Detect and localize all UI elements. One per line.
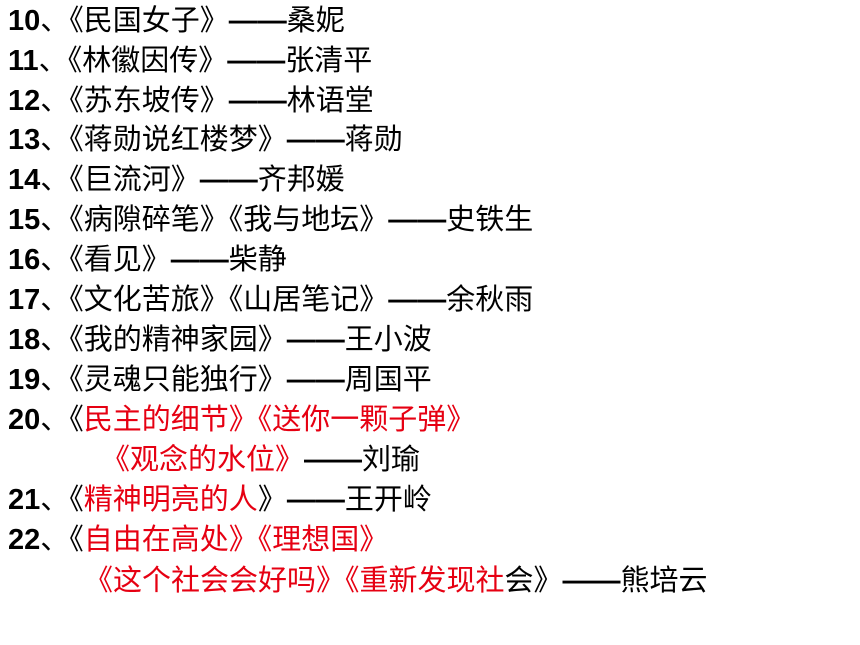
dash: ——: [304, 444, 363, 476]
item-number: 13: [8, 124, 41, 156]
item-number: 20: [8, 404, 41, 436]
list-item-16: 16、《看见》——柴静: [8, 239, 287, 279]
book-titles: 《灵魂只能独行》: [69, 362, 287, 396]
item-separator: 、: [38, 43, 68, 77]
dash: ——: [286, 364, 345, 396]
list-item-20: 20、《民主的细节》《送你一颗子弹》: [8, 399, 475, 439]
item-number: 14: [8, 164, 41, 196]
dash: ——: [170, 244, 229, 276]
item-number: 19: [8, 364, 41, 396]
book-titles-highlighted: 《观念的水位》: [101, 442, 305, 476]
item-number: 21: [8, 484, 41, 516]
item-number: 16: [8, 244, 41, 276]
dash: ——: [228, 85, 287, 117]
list-item-20-continuation: 《观念的水位》——刘瑜: [101, 439, 420, 479]
item-number: 17: [8, 284, 41, 316]
item-separator: 、: [40, 162, 70, 196]
list-item-19: 19、《灵魂只能独行》——周国平: [8, 359, 432, 399]
author: 王开岭: [344, 482, 432, 516]
list-item-18: 18、《我的精神家园》——王小波: [8, 319, 432, 359]
item-number: 18: [8, 324, 41, 356]
dash: ——: [286, 324, 345, 356]
author: 周国平: [344, 362, 432, 396]
book-titles: 《苏东坡传》: [69, 83, 229, 117]
dash: ——: [227, 45, 286, 77]
dash: ——: [388, 204, 447, 236]
list-item-13: 13、《蒋勋说红楼梦》——蒋勋: [8, 119, 403, 159]
dash: ——: [199, 164, 258, 196]
book-titles-highlighted: 民主的细节》《送你一颗子弹》: [83, 402, 476, 436]
author: 王小波: [344, 322, 432, 356]
book-titles: 《看见》: [69, 242, 171, 276]
author: 张清平: [285, 43, 373, 77]
list-item-14: 14、《巨流河》——齐邦媛: [8, 159, 345, 199]
book-titles: 《我的精神家园》: [69, 322, 287, 356]
dash: ——: [388, 284, 447, 316]
bracket-close: 》: [257, 482, 287, 516]
book-titles: 《民国女子》: [69, 3, 229, 37]
list-item-15: 15、《病隙碎笔》《我与地坛》——史铁生: [8, 199, 533, 239]
bracket-open: 《: [69, 522, 84, 556]
dash: ——: [286, 484, 345, 516]
book-titles: 《巨流河》: [69, 162, 200, 196]
author: 蒋勋: [344, 122, 403, 156]
item-number: 12: [8, 85, 41, 117]
item-separator: 、: [40, 282, 70, 316]
bracket-open: 《: [69, 402, 84, 436]
list-item-10: 10、《民国女子》——桑妮: [8, 0, 345, 40]
item-number: 11: [8, 45, 39, 77]
item-separator: 、: [40, 83, 70, 117]
list-item-11: 11、《林徽因传》——张清平: [8, 40, 372, 80]
item-separator: 、: [40, 242, 70, 276]
item-separator: 、: [40, 402, 70, 436]
dash: ——: [228, 5, 287, 37]
dash: ——: [562, 565, 621, 597]
author: 熊培云: [620, 563, 708, 597]
book-titles: 《病隙碎笔》《我与地坛》: [69, 202, 389, 236]
book-titles: 《文化苦旅》《山居笔记》: [69, 282, 389, 316]
item-separator: 、: [40, 322, 70, 356]
author: 刘瑜: [362, 442, 421, 476]
item-separator: 、: [40, 122, 70, 156]
item-separator: 、: [40, 362, 70, 396]
item-separator: 、: [40, 3, 70, 37]
book-titles-highlighted: 《这个社会会好吗》《重新发现社: [84, 563, 505, 597]
book-titles: 《林徽因传》: [67, 43, 228, 77]
list-item-22: 22、《自由在高处》《理想国》: [8, 519, 388, 559]
author: 史铁生: [446, 202, 534, 236]
item-number: 22: [8, 524, 41, 556]
author: 余秋雨: [446, 282, 534, 316]
book-title-tail: 会》: [504, 563, 563, 597]
item-separator: 、: [40, 202, 70, 236]
item-number: 15: [8, 204, 41, 236]
item-separator: 、: [40, 522, 70, 556]
bracket-open: 《: [69, 482, 84, 516]
list-item-21: 21、《精神明亮的人》——王开岭: [8, 479, 432, 519]
book-title-highlighted: 精神明亮的人: [83, 482, 258, 516]
book-titles-highlighted: 自由在高处》《理想国》: [83, 522, 389, 556]
author: 桑妮: [286, 3, 345, 37]
author: 齐邦媛: [257, 162, 345, 196]
list-item-12: 12、《苏东坡传》——林语堂: [8, 80, 374, 120]
book-titles: 《蒋勋说红楼梦》: [69, 122, 287, 156]
author: 柴静: [228, 242, 287, 276]
item-separator: 、: [40, 482, 70, 516]
list-item-22-continuation: 《这个社会会好吗》《重新发现社会》——熊培云: [84, 560, 708, 600]
author: 林语堂: [286, 83, 374, 117]
item-number: 10: [8, 5, 41, 37]
list-item-17: 17、《文化苦旅》《山居笔记》——余秋雨: [8, 279, 533, 319]
dash: ——: [286, 124, 345, 156]
